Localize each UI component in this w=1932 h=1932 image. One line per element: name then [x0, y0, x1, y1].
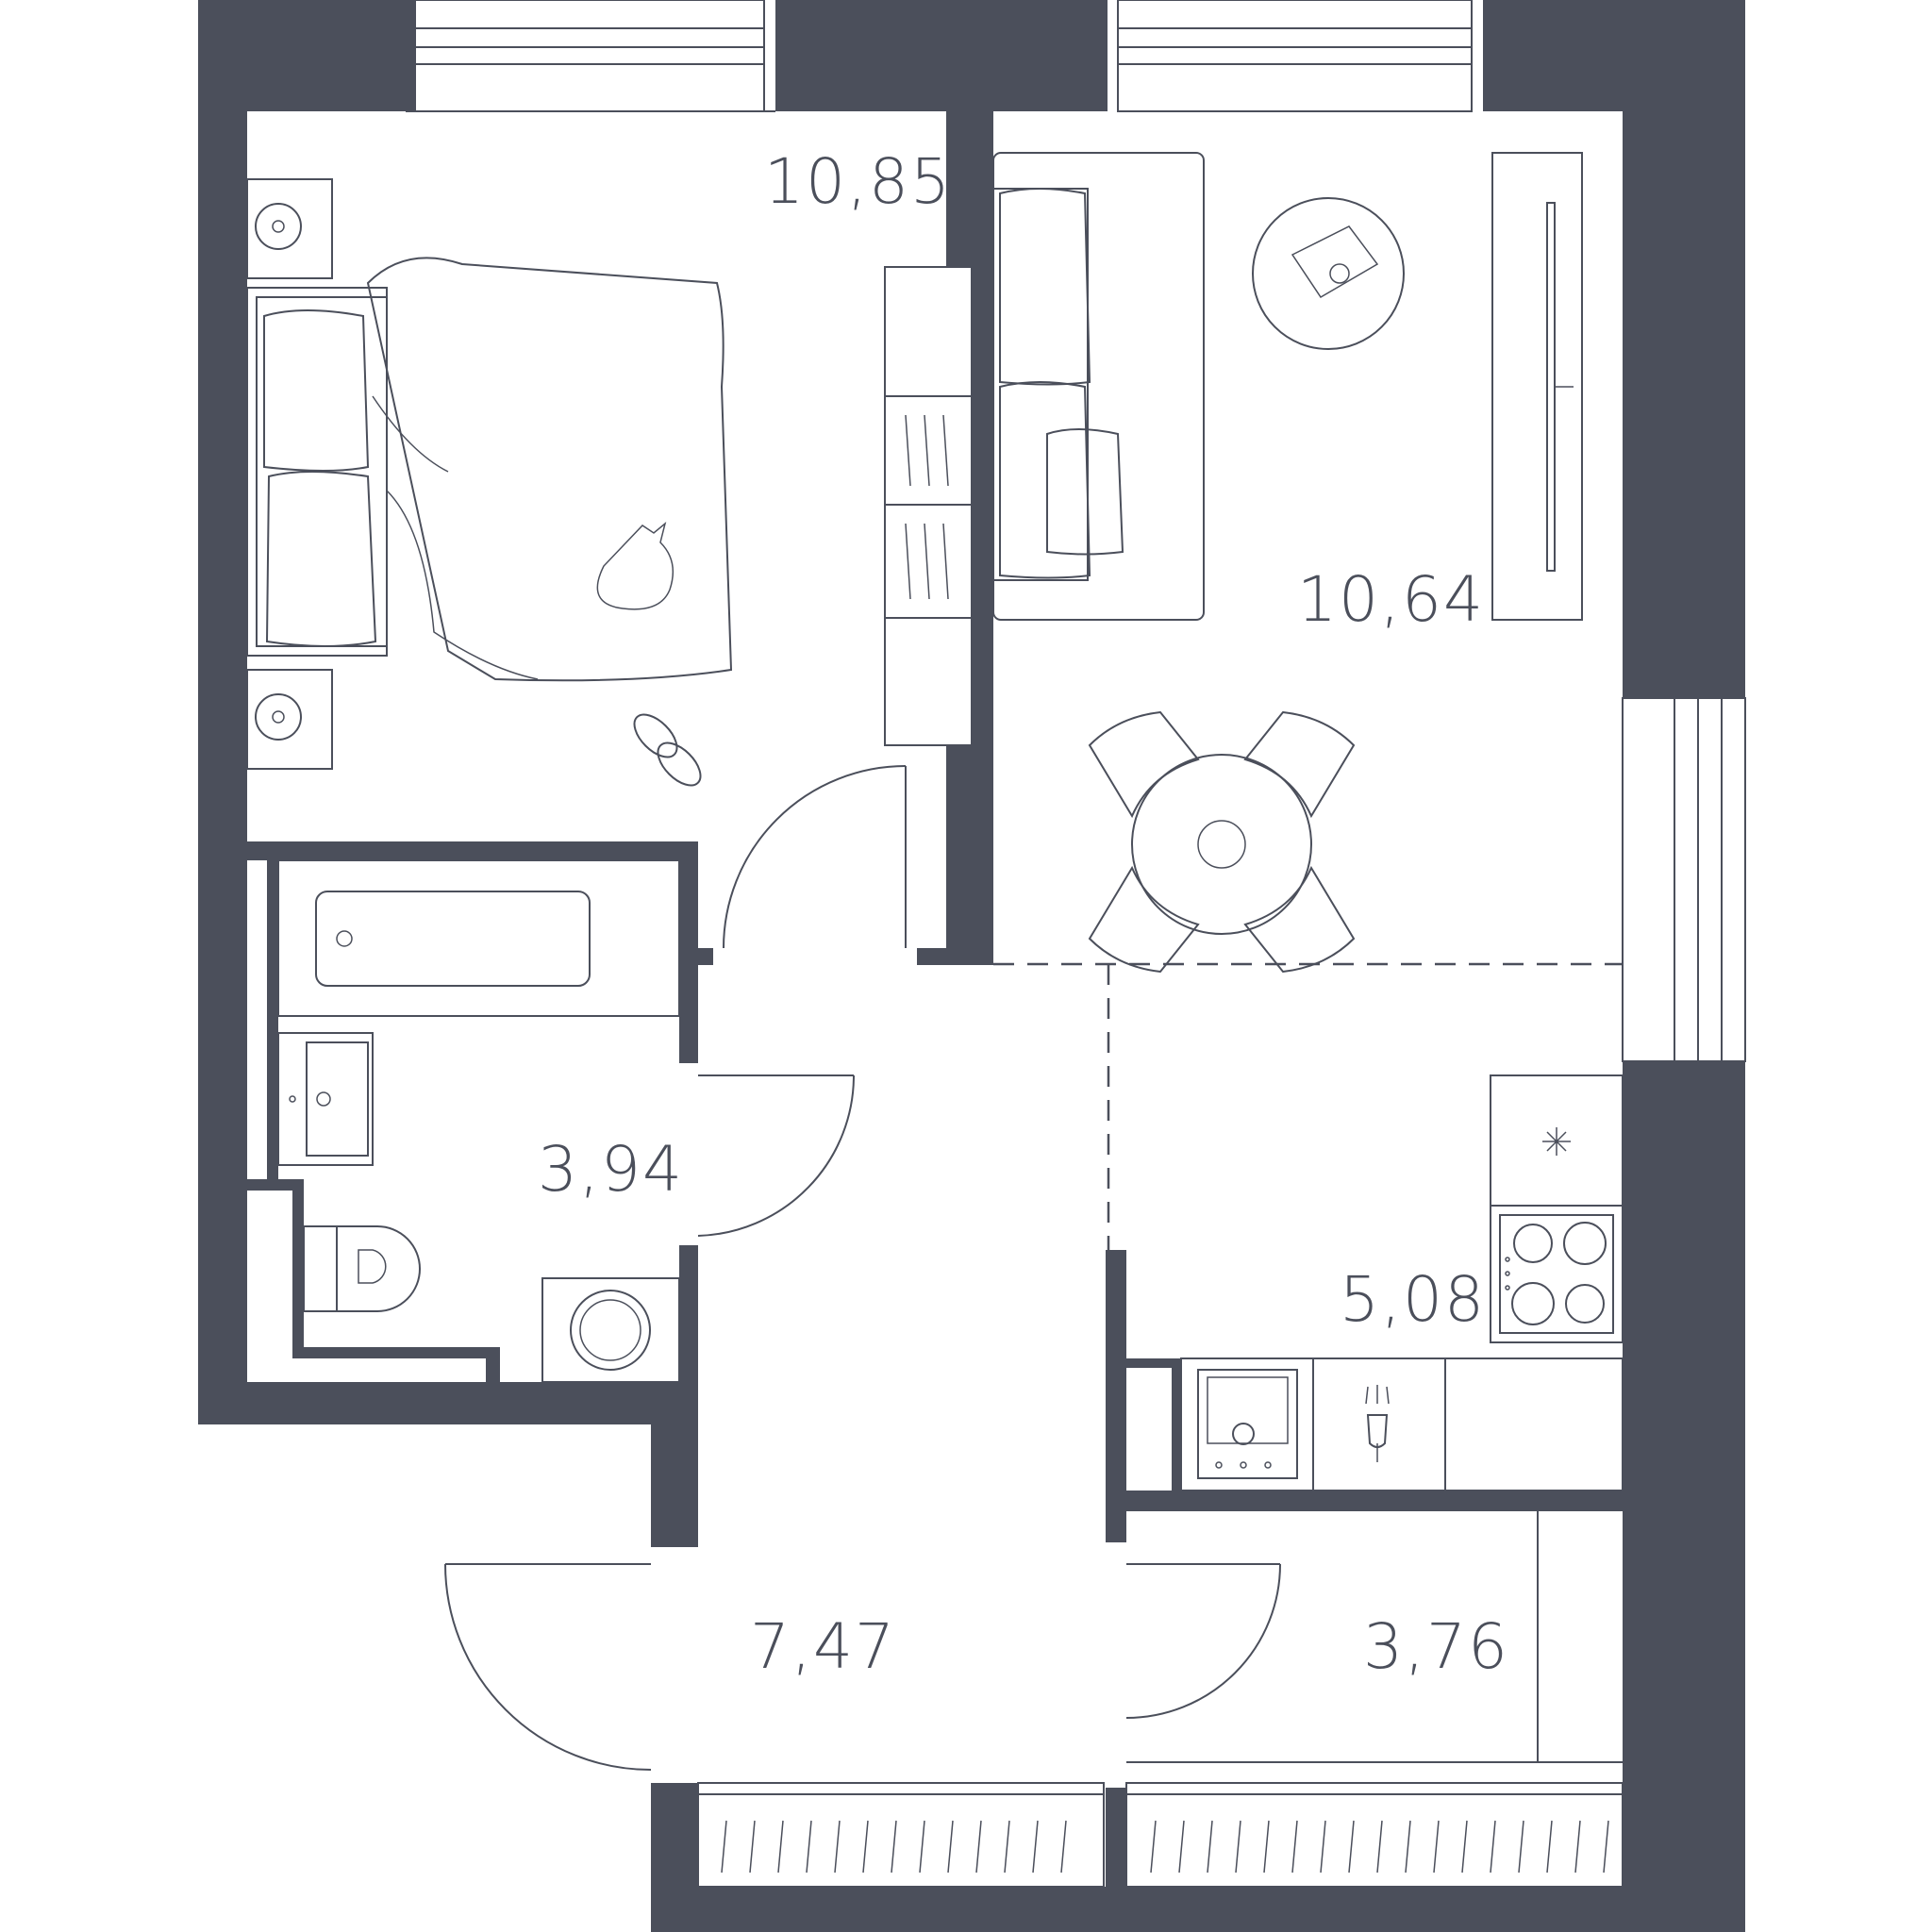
nightstand-top: [246, 178, 333, 279]
wall-left-middle: [198, 269, 247, 1382]
room-area-kitchen: 5,08: [1340, 1263, 1486, 1336]
room-area-bedroom: 10,85: [764, 145, 952, 218]
slippers-icon: [633, 713, 702, 787]
wall-bath-inner-left: [267, 860, 278, 1179]
nightstand-bottom: [246, 669, 333, 770]
wall-kitchen-nook-right: [1172, 1358, 1181, 1491]
wall-closet-back: [972, 267, 993, 745]
window-bedroom: [406, 0, 775, 112]
room-area-storage: 3,76: [1363, 1610, 1509, 1683]
stove-icon: [1490, 1205, 1624, 1343]
wall-bath-inner-left2: [292, 1179, 304, 1358]
windows: [406, 0, 1746, 1062]
toilet: [303, 1225, 421, 1312]
sofa: [992, 152, 1205, 621]
wardrobe-bedroom: [884, 266, 973, 746]
bed: [246, 257, 733, 682]
wall-storage-left: [1106, 1788, 1126, 1887]
washing-machine: [541, 1277, 680, 1383]
room-area-bathroom: 3,94: [538, 1133, 684, 1206]
wall-bath-inner-shelf: [247, 1179, 304, 1191]
kitchen-lower-counter: [1180, 1357, 1624, 1491]
wall-kitchen-left: [1106, 1250, 1126, 1542]
room-area-hallway: 7,47: [750, 1610, 896, 1683]
window-living: [1117, 0, 1473, 112]
wall-storage-top: [1106, 1491, 1623, 1511]
door-bathroom: [697, 1074, 855, 1237]
wall-bedroom-living-lower: [946, 745, 993, 962]
wall-left-upper: [198, 0, 247, 269]
wall-bedroom-living-upper: [946, 111, 993, 267]
wall-bath-door-stub: [698, 948, 713, 965]
room-area-living: 10,64: [1297, 563, 1485, 636]
wall-bath-right-lower: [679, 1245, 698, 1424]
wall-bath-top: [243, 841, 698, 860]
radiator-hallway: [697, 1782, 1105, 1888]
door-bedroom: [723, 765, 907, 949]
window-right: [1622, 697, 1746, 1062]
wall-bottom: [651, 1887, 1745, 1932]
coffee-table: [1252, 197, 1405, 350]
wall-left-bottom: [198, 1382, 698, 1424]
bathtub: [277, 859, 680, 1017]
door-storage: [1125, 1563, 1281, 1719]
kitchen-counter: [1490, 1074, 1624, 1207]
sink: [277, 1032, 374, 1166]
wall-right-lower: [1623, 1061, 1745, 1932]
wall-top-middle: [775, 0, 1108, 111]
walls: [198, 0, 1745, 1932]
wall-bath-right-upper: [679, 841, 698, 1063]
dining-set: [1088, 710, 1356, 974]
wall-bath-inner-bottom: [292, 1347, 500, 1358]
oven-icon: [1197, 1369, 1298, 1479]
room-labels: 10,85 10,64 3,94 5,08 7,47 3,76: [538, 145, 1509, 1683]
cat-icon: [596, 521, 675, 610]
wall-hall-stub: [917, 948, 993, 965]
door-entrance: [444, 1563, 652, 1771]
wall-kitchen-nook-top: [1126, 1358, 1181, 1368]
doors: [444, 765, 1281, 1771]
radiator-storage: [1125, 1782, 1624, 1888]
dishwasher-icon: [1365, 1385, 1390, 1462]
tv-stand: [1491, 152, 1583, 621]
wall-bath-inner-bottom-stub: [486, 1347, 500, 1382]
wall-right-upper: [1623, 0, 1745, 698]
storage-shelf: [1126, 1511, 1623, 1763]
